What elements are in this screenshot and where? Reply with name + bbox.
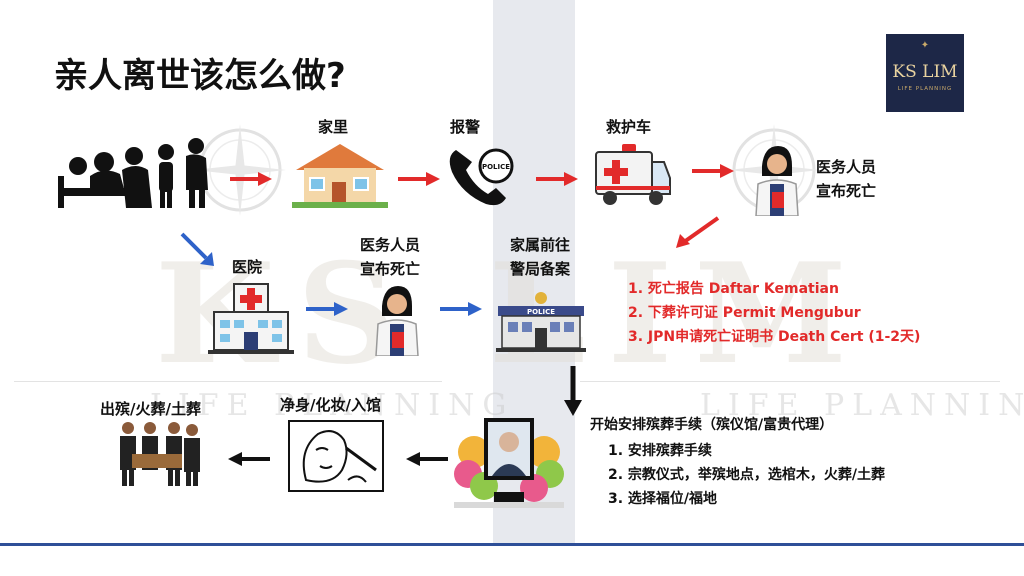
watermark-tagline: LIFE PLANNING (150, 388, 515, 423)
pallbearers-icon (120, 422, 200, 486)
arrow-right-blue-icon (440, 302, 482, 316)
compass-star-icon: ✦ (920, 40, 930, 51)
arrow-down-right-blue-icon (180, 232, 214, 266)
step-burial-label: 出殡/火葬/土葬 (100, 400, 201, 418)
phone-police-icon: POLICE (449, 148, 514, 206)
arrow-left-black-icon (228, 452, 270, 466)
arrow-right-red-icon (230, 172, 272, 186)
funeral-heading: 开始安排殡葬手续（殡仪馆/富贵代理） (590, 417, 834, 433)
brand-logo: ✦ KS LIM LIFE PLANNING (886, 34, 964, 112)
step-medic-mid-label-2: 宣布死亡 (360, 260, 421, 278)
ambulance-icon (595, 144, 671, 205)
arrow-right-blue-icon (306, 302, 348, 316)
funeral-item-2: 2. 宗教仪式，举殡地点，选棺木，火葬/土葬 (608, 467, 886, 483)
step-medic-mid-label-1: 医务人员 (360, 236, 421, 254)
arrow-down-left-red-icon (676, 216, 720, 248)
document-item-1: 1. 死亡报告 Daftar Kematian (628, 281, 839, 297)
page-title: 亲人离世该怎么做? (54, 56, 346, 96)
hospital-icon (208, 283, 294, 354)
arrow-right-red-icon (692, 164, 734, 178)
house-icon (292, 144, 388, 208)
step-medic-top-label-2: 宣布死亡 (816, 182, 877, 200)
logo-tagline: LIFE PLANNING (897, 86, 953, 92)
police-badge-text: POLICE (482, 163, 510, 171)
watermark-divider (580, 381, 1000, 382)
step-police-call-label: 报警 (450, 118, 481, 136)
document-item-2: 2. 下葬许可证 Permit Mengubur (628, 305, 861, 321)
watermark-divider (14, 381, 442, 382)
grieving-family-icon (58, 138, 208, 208)
step-hospital-label: 医院 (232, 258, 263, 276)
police-station-icon: POLICE (496, 292, 586, 352)
funeral-item-1: 1. 安排殡葬手续 (608, 443, 712, 459)
doctor-icon (375, 286, 419, 356)
funeral-item-3: 3. 选择福位/福地 (608, 491, 718, 507)
step-family-label-2: 警局备案 (510, 260, 571, 278)
step-family-label-1: 家属前往 (510, 236, 571, 254)
arrow-right-red-icon (398, 172, 440, 186)
step-medic-top-label-1: 医务人员 (816, 158, 877, 176)
watermark-tagline: LIFE PLANNING (700, 388, 1024, 423)
logo-name: KS LIM (892, 62, 958, 82)
step-makeup-label: 净身/化妆/入馆 (280, 396, 381, 414)
makeup-face-icon (288, 420, 384, 492)
arrow-right-red-icon (536, 172, 578, 186)
bottom-rule (0, 543, 1024, 546)
doctor-icon (755, 146, 799, 216)
arrow-down-black-icon (564, 366, 582, 416)
document-item-3: 3. JPN申请死亡证明书 Death Cert (1-2天) (628, 329, 921, 345)
arrow-left-black-icon (406, 452, 448, 466)
police-station-sign: POLICE (527, 308, 555, 316)
step-ambulance-label: 救护车 (606, 118, 652, 136)
memorial-portrait-icon (454, 418, 564, 508)
step-home-label: 家里 (318, 118, 349, 136)
